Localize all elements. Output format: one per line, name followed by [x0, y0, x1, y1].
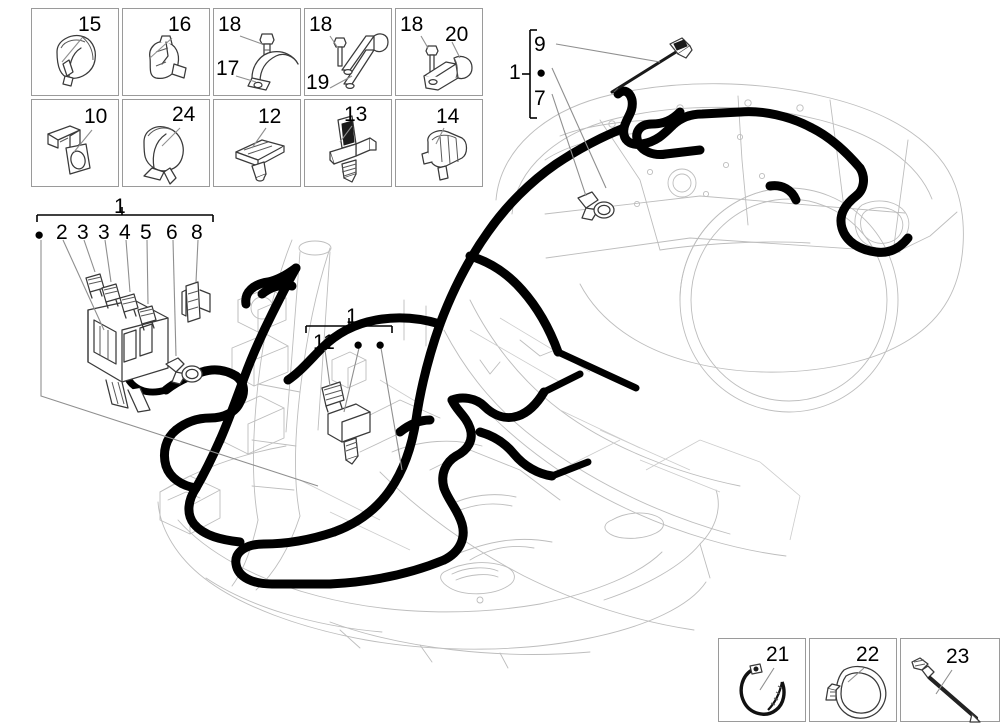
- part-illustration-14: [421, 130, 468, 181]
- part-illustration-18-20: [423, 45, 473, 91]
- cable-tie-9: [610, 37, 693, 94]
- callout-label-4: 4: [119, 221, 131, 244]
- callout-label-7: 7: [534, 87, 546, 110]
- part-label-18-b: 18: [309, 13, 333, 36]
- part-box-18-20: [395, 8, 483, 96]
- part-box-23: [900, 638, 1000, 722]
- part-box-10: [31, 99, 119, 187]
- callout-label-5: 5: [140, 221, 152, 244]
- callout-label-2: 2: [56, 221, 68, 244]
- part-box-18-19: [304, 8, 392, 96]
- part-label-13: 13: [344, 103, 368, 126]
- callout-label-11: 11: [313, 331, 335, 354]
- part-label-10: 10: [84, 105, 108, 128]
- callout-bracket-label-1-centre: 1: [346, 305, 358, 328]
- relay-11: [321, 381, 345, 413]
- callout-label-3-a: 3: [77, 221, 89, 244]
- part-illustration-10: [47, 125, 91, 175]
- part-label-20: 20: [445, 23, 469, 46]
- part-box-13: [304, 99, 392, 187]
- connector-8: [181, 281, 211, 323]
- fuse-3-a: [85, 273, 105, 299]
- fuse-4: [119, 293, 139, 319]
- part-box-22: [809, 638, 897, 722]
- callout-label-8: 8: [191, 221, 203, 244]
- part-label-15: 15: [78, 13, 102, 36]
- clip-6: [165, 357, 203, 385]
- part-illustration-24: [143, 126, 184, 185]
- part-label-16: 16: [168, 13, 192, 36]
- clip-7-on-body: [577, 191, 615, 221]
- part-box-14: [395, 99, 483, 187]
- part-box-12: [213, 99, 301, 187]
- part-box-21: [718, 638, 806, 722]
- part-box-24: [122, 99, 210, 187]
- part-illustration-13: [329, 115, 377, 183]
- part-box-18-17: [213, 8, 301, 96]
- part-label-23: 23: [946, 645, 970, 668]
- callout-bracket-label-1-rear: 1: [509, 61, 521, 84]
- part-label-21: 21: [766, 643, 790, 666]
- part-illustration-21: [739, 663, 786, 716]
- callout-label-3-b: 3: [98, 221, 110, 244]
- part-label-17: 17: [216, 57, 240, 80]
- fuse-3-b: [101, 283, 121, 309]
- part-box-16: [122, 8, 210, 96]
- callout-label-6: 6: [166, 221, 178, 244]
- part-label-18-c: 18: [400, 13, 424, 36]
- part-label-18-a: 18: [218, 13, 242, 36]
- callout-label-9: 9: [534, 33, 546, 56]
- callout-bracket-label-1-fusebox: 1: [114, 195, 126, 218]
- part-illustration-15: [56, 34, 97, 87]
- callout-dot-centre-b: ●: [375, 335, 386, 354]
- part-illustration-12: [235, 139, 285, 182]
- callout-dot-rear: ●: [536, 63, 547, 82]
- part-illustration-18-19: [333, 33, 389, 90]
- leader-lines: [36, 29, 953, 695]
- bolt-18: [333, 37, 347, 67]
- part-label-22: 22: [856, 643, 880, 666]
- part-illustration-16: [149, 35, 187, 80]
- part-label-12: 12: [258, 105, 282, 128]
- part-label-14: 14: [436, 105, 460, 128]
- connector-centre: [327, 403, 371, 465]
- wiring-harness-cables: [122, 86, 913, 589]
- part-box-15: [31, 8, 119, 96]
- bolt-18: [425, 45, 439, 75]
- part-label-24: 24: [172, 103, 196, 126]
- callout-dot-centre-a: ●: [353, 335, 364, 354]
- callout-dot-fusebox: ●: [34, 225, 45, 244]
- part-label-19: 19: [306, 71, 330, 94]
- fuse-5: [137, 305, 157, 331]
- part-illustration-22: [825, 665, 887, 719]
